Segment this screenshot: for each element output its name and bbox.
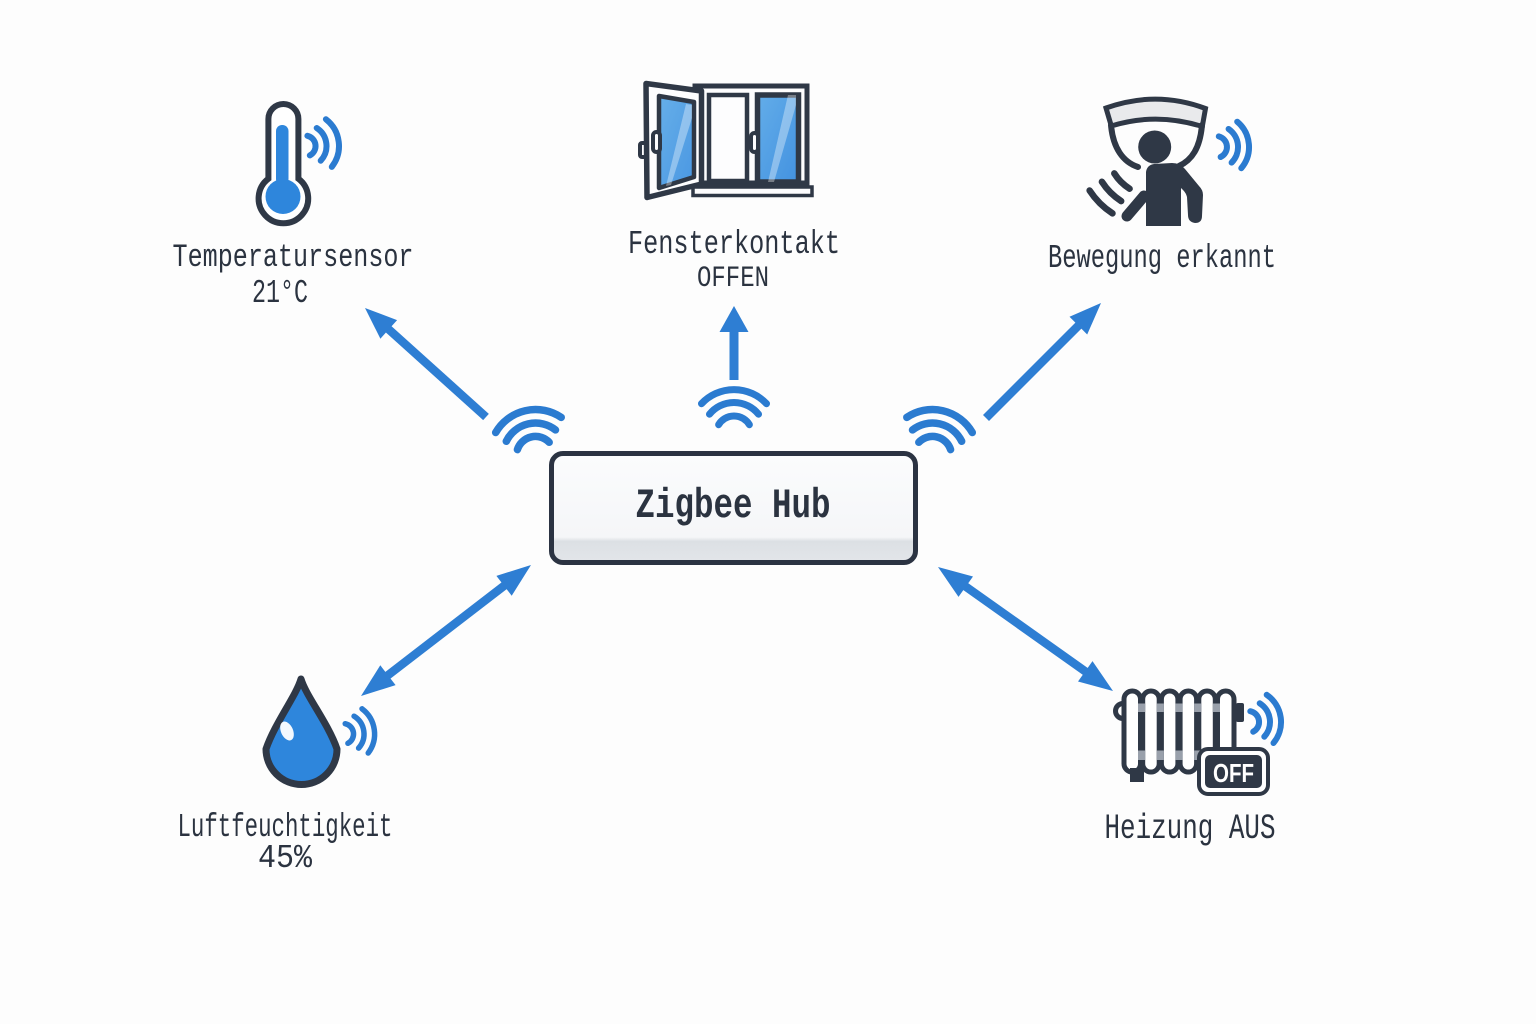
svg-text:Fensterkontakt: Fensterkontakt: [628, 226, 840, 263]
svg-text:Temperatursensor: Temperatursensor: [173, 239, 414, 276]
svg-text:OFF: OFF: [1213, 758, 1254, 788]
svg-text:Bewegung erkannt: Bewegung erkannt: [1048, 240, 1276, 277]
svg-text:OFFEN: OFFEN: [697, 262, 769, 296]
svg-text:21°C: 21°C: [252, 275, 308, 312]
svg-text:Heizung AUS: Heizung AUS: [1105, 809, 1276, 849]
svg-text:Zigbee Hub: Zigbee Hub: [636, 482, 831, 530]
svg-text:Luftfeuchtigkeit: Luftfeuchtigkeit: [178, 809, 393, 846]
svg-text:45%: 45%: [258, 840, 312, 877]
